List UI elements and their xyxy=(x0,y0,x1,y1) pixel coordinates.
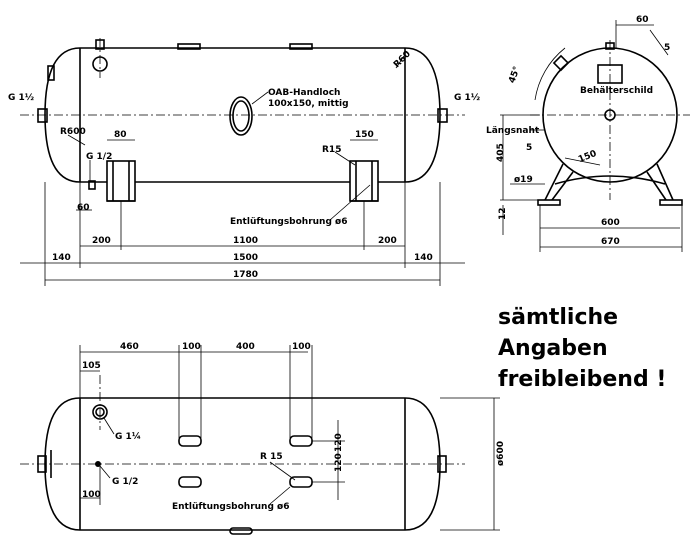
side-dim-60: 60 xyxy=(636,15,649,25)
side-dimension-lines xyxy=(500,20,683,252)
dim-1500: 1500 xyxy=(233,253,258,263)
note-line-3: freibleibend ! xyxy=(498,367,667,392)
front-view: OAB-Handloch 100x150, mittig G 1½ G 1½ G… xyxy=(8,38,480,286)
front-drain-label: G 1/2 xyxy=(86,152,112,162)
side-dim-5-side: 5 xyxy=(526,143,532,153)
disclaimer-note: sämtliche Angaben freibleibend ! xyxy=(498,302,666,395)
top-dim-100-a: 100 xyxy=(182,342,201,352)
top-dim-120-a: 120 xyxy=(334,433,344,452)
dim-200-right: 200 xyxy=(378,236,397,246)
front-saddle-right xyxy=(349,160,379,202)
side-legs xyxy=(544,163,674,201)
front-inlet-right-label: G 1½ xyxy=(454,92,480,103)
side-dim-5-top: 5 xyxy=(664,43,670,53)
side-dim-670: 670 xyxy=(601,237,620,247)
nameplate-rect xyxy=(597,64,623,84)
top-slot-2 xyxy=(289,435,313,447)
front-inlet-left-label: G 1½ xyxy=(8,92,34,103)
front-saddle-left xyxy=(106,160,136,202)
side-dim-405: 405 xyxy=(496,143,506,162)
top-dim-600: ø600 xyxy=(496,441,506,466)
top-inlet-left xyxy=(37,455,47,473)
vent-hole-label: Entlüftungsbohrung ø6 xyxy=(230,217,348,227)
top-slot-1 xyxy=(178,435,202,447)
handhole-size-label: 100x150, mittig xyxy=(268,99,349,109)
front-inlet-left xyxy=(37,108,48,123)
top-slot-3 xyxy=(178,476,202,488)
dim-140-left: 140 xyxy=(52,253,71,263)
top-dim-120-b: 120 xyxy=(334,453,344,472)
side-dim-19: ø19 xyxy=(514,175,533,185)
radius-saddle-label: R15 xyxy=(322,145,341,155)
top-dimension-lines xyxy=(79,345,500,531)
dim-60-front: 60 xyxy=(77,203,90,213)
side-dim-12: 12 xyxy=(498,207,508,220)
radius-right-label: R60 xyxy=(392,49,413,70)
top-dim-100-c: 100 xyxy=(82,490,101,500)
handhole-ellipse xyxy=(229,96,253,136)
radius-left-label: R600 xyxy=(60,127,86,137)
top-dim-100-b: 100 xyxy=(292,342,311,352)
dim-200-left: 200 xyxy=(92,236,111,246)
angle-label: 45° xyxy=(507,65,522,84)
handhole-label: OAB-Handloch xyxy=(268,88,340,98)
side-view: Behälterschild Längsnaht 45° 60 5 5 150 … xyxy=(486,15,690,252)
front-dimension-lines xyxy=(20,55,465,286)
top-dim-105: 105 xyxy=(82,361,101,371)
top-dim-400: 400 xyxy=(236,342,255,352)
top-drain-label: G 1/2 xyxy=(112,477,138,487)
dim-150-front: 150 xyxy=(355,130,374,140)
top-view: G 1¼ G 1/2 R 15 Entlüftungsbohrung ø6 46… xyxy=(20,342,506,535)
top-radius-label: R 15 xyxy=(260,452,283,462)
side-dim-600: 600 xyxy=(601,218,620,228)
note-line-1: sämtliche xyxy=(498,305,619,330)
nameplate-label: Behälterschild xyxy=(580,86,653,96)
dim-140-right: 140 xyxy=(414,253,433,263)
top-dim-460: 460 xyxy=(120,342,139,352)
note-line-2: Angaben xyxy=(498,336,608,361)
dim-80: 80 xyxy=(114,130,127,140)
dim-1780: 1780 xyxy=(233,270,258,280)
front-inlet-right xyxy=(437,108,448,123)
seam-label: Längsnaht xyxy=(486,126,540,136)
top-vent-hole-label: Entlüftungsbohrung ø6 xyxy=(172,502,290,512)
top-inlet-label: G 1¼ xyxy=(115,431,141,442)
dim-1100: 1100 xyxy=(233,236,258,246)
